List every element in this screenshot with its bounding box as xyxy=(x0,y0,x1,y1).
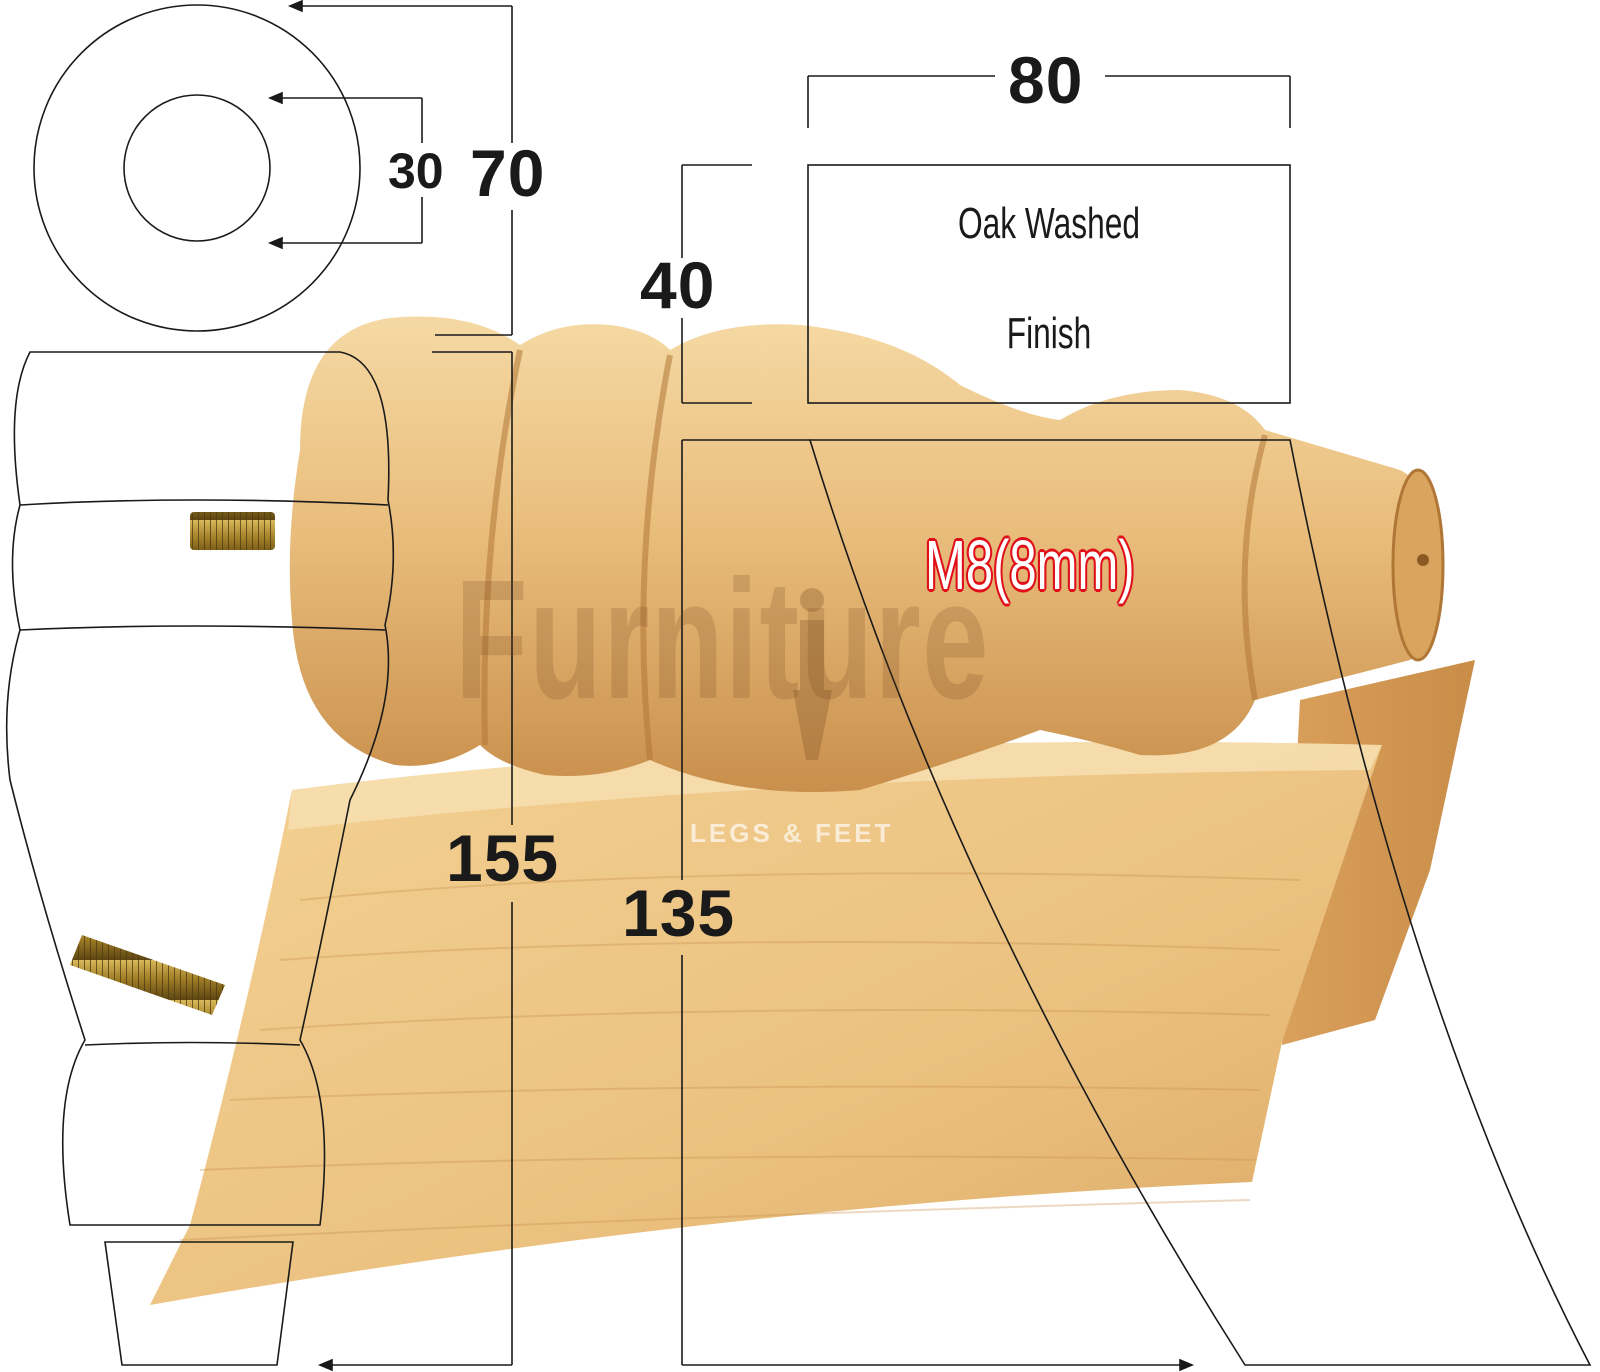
base-outline xyxy=(808,439,1592,1366)
leg-end-center xyxy=(1417,554,1429,566)
leg-ring-grooves xyxy=(481,349,1268,761)
watermark-subtext: LEGS & FEET xyxy=(690,818,894,848)
leg-photo xyxy=(70,316,1475,1305)
dim-width-label: 80 xyxy=(1008,43,1084,117)
dim-inner-diameter-label: 30 xyxy=(388,143,444,199)
leg-foot-profile xyxy=(104,1241,294,1366)
arrow-135-right xyxy=(1179,1358,1195,1372)
finish-box-outline xyxy=(807,164,1291,404)
leg-side-profile xyxy=(5,351,395,1226)
technical-drawing xyxy=(5,0,1592,1372)
arrow-70-top xyxy=(287,0,303,13)
dim-outer-diameter-label: 70 xyxy=(470,136,546,210)
screw-top xyxy=(190,512,275,550)
arrow-30-bottom xyxy=(267,236,283,250)
top-view-inner-circle xyxy=(123,94,271,242)
finish-line-1: Oak Washed xyxy=(958,199,1140,248)
top-view-outer-circle xyxy=(33,4,361,332)
arrow-30-top xyxy=(267,91,283,105)
dim-base-height-label: 135 xyxy=(622,876,736,950)
base-block xyxy=(150,742,1382,1305)
wood-grain xyxy=(179,872,1301,1241)
dim-top-height-label: 40 xyxy=(640,248,716,322)
dim-total-height-label: 155 xyxy=(446,821,560,895)
arrow-155-bottom xyxy=(317,1358,333,1372)
profile-band-3 xyxy=(84,1041,301,1046)
screw-bottom xyxy=(70,935,225,1015)
thread-size-label: M8(8mm) xyxy=(925,526,1135,604)
profile-band-2 xyxy=(19,625,386,631)
watermark-figure-icon xyxy=(793,588,832,760)
leg-end-face xyxy=(1391,468,1445,662)
profile-band-1 xyxy=(19,499,389,506)
watermark-text: Furniture xyxy=(455,545,990,735)
finish-line-2: Finish xyxy=(1006,309,1092,358)
turned-leg-body xyxy=(289,316,1441,792)
